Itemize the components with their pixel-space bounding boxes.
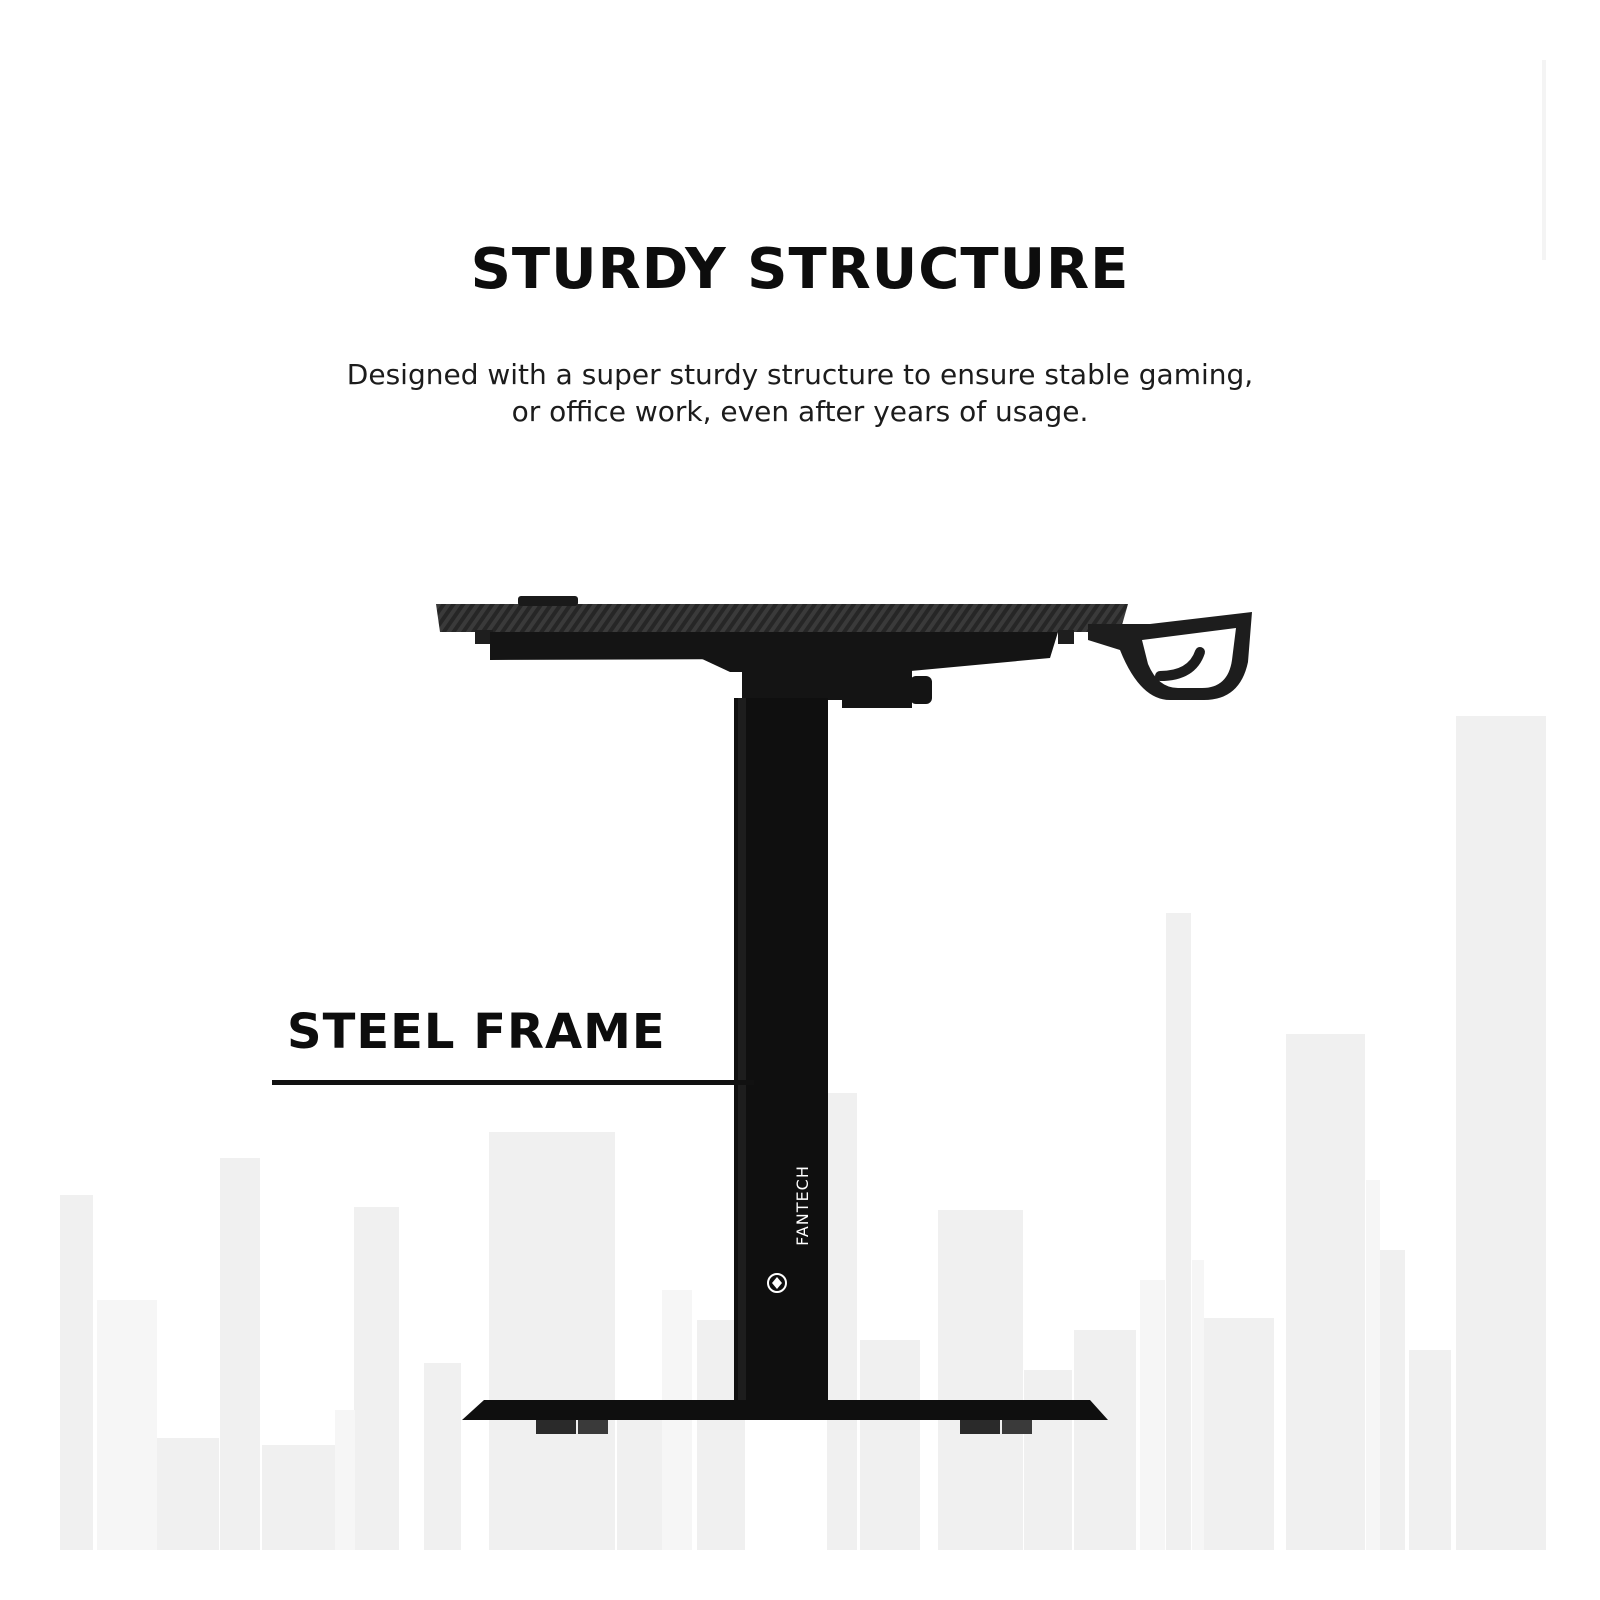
brand-wordmark: FANTECH [792,1165,812,1246]
fantech-logo-icon [767,1273,787,1293]
subtitle-line-1: Designed with a super sturdy structure t… [346,358,1254,391]
headphone-hook [1088,612,1252,700]
page-title: STURDY STRUCTURE [470,237,1130,302]
desk-underframe [490,632,1058,708]
page-subtitle: Designed with a super sturdy structure t… [300,356,1300,430]
steel-frame-label: STEEL FRAME [287,1004,666,1060]
desk-foot [462,1400,1108,1434]
subtitle-line-2: or office work, even after years of usag… [511,395,1089,428]
callout-pointer-line [272,1080,754,1085]
desktop-surface [436,596,1128,644]
